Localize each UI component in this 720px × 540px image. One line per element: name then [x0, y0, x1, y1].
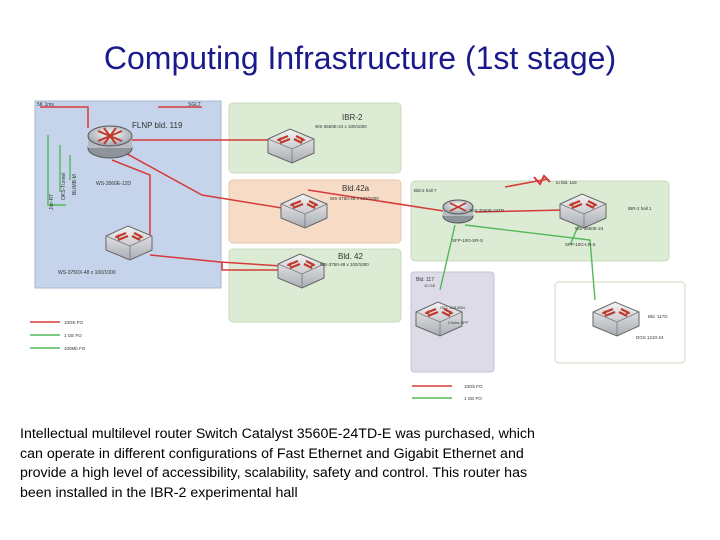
legend-left-1: 10GE FO [64, 320, 84, 325]
ibr2-model: WS-3560E-24 x 100/1000 [315, 124, 367, 129]
center-router-icon [442, 199, 474, 224]
flnp-vlabel-2: OKS-Tunnel [61, 173, 67, 200]
center-sfp: SFP-10G-SR-S [452, 238, 483, 243]
caption-text: Intellectual multilevel router Switch Ca… [20, 426, 535, 501]
flnp-router-icon [87, 125, 133, 159]
legend-left: 10GE FO 1 GE FO 100Mb FO [30, 320, 86, 351]
legend-bottom: 10Gb FO 1 GE FO [412, 384, 483, 401]
green-links [47, 135, 596, 301]
flnp-top-left-text: 5K 1ms [37, 102, 54, 108]
network-diagram: 5K 1ms SGLT FLNP bld. 119 WS-3560E-12D W… [30, 100, 686, 401]
ibr2hall-name: IBR-2 hall 1 [628, 206, 652, 211]
ibr2-panel [228, 102, 402, 174]
flnp-vlabel-3: BLIMB-M [72, 174, 78, 195]
flnp-vlabel-1: Jinr-RT [49, 194, 55, 210]
far-right-name: Bld. 117G [648, 314, 668, 319]
flnp-name: FLNP bld. 119 [132, 121, 183, 130]
ibr2hall-model: WS-3560E-24 [575, 226, 604, 231]
bld42-panel [228, 248, 402, 323]
ibr2hall-sfp: SFP-10G-LR-S [565, 242, 596, 247]
flnp-top-right-text: SGLT [188, 102, 201, 108]
bld117-name: Bld. 117 [416, 277, 434, 283]
center-top-text: Bld-2 hall 7 [414, 188, 437, 193]
far-right-model: DGS 1210-24 [636, 335, 664, 340]
center-model: WS-3560E-24TD [470, 208, 505, 213]
bld117-sub: 10 GE [424, 283, 436, 288]
flnp-switch-model: WS-3750X-48 x 100/1000 [58, 270, 116, 276]
red-links [40, 106, 566, 271]
bld117-text1: GE1 10/100M [440, 305, 465, 310]
bld42-name: Bld. 42 [338, 252, 363, 261]
flnp-router-model: WS-3560E-12D [96, 181, 131, 187]
legend-left-2: 1 GE FO [64, 333, 82, 338]
bld42-model: WS-3750-48 x 100/1000 [320, 262, 369, 267]
slide-title: Computing Infrastructure (1st stage) [103, 40, 617, 76]
legend-bottom-1: 10Gb FO [464, 384, 483, 389]
ibr2-name: IBR-2 [342, 113, 363, 122]
legend-left-3: 100Mb FO [64, 346, 86, 351]
center-link-text: to bld. 119 [556, 180, 577, 185]
legend-bottom-2: 1 GE FO [464, 396, 482, 401]
bld117-text2: 2 links SFP [448, 320, 469, 325]
bld42a-name: Bld.42a [342, 184, 370, 193]
bld42a-model: WS-3750-48 x 100/1000 [330, 196, 379, 201]
